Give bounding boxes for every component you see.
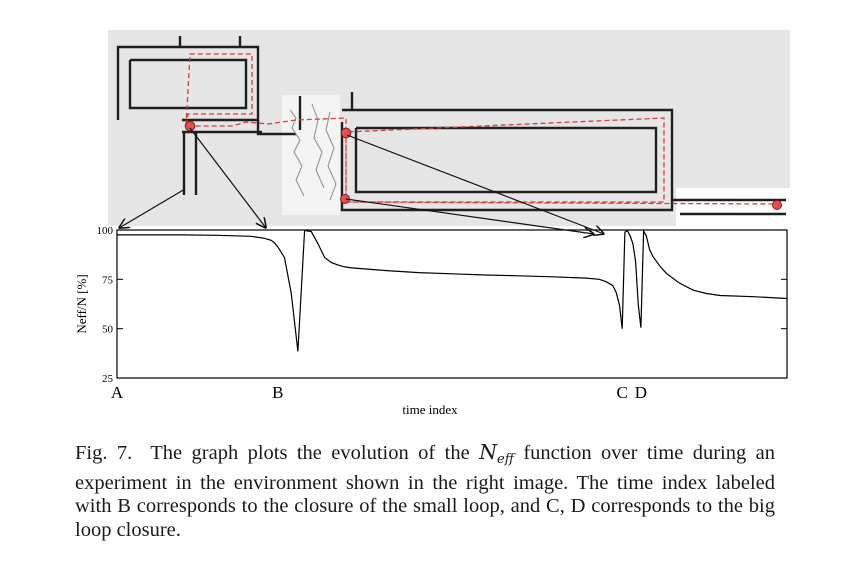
arrow-to-b: [189, 127, 266, 228]
y-tick-label-100: 100: [97, 225, 114, 237]
y-tick-label-25: 25: [102, 373, 114, 385]
event-label-a: A: [111, 383, 124, 402]
y-axis-label: Neff/N [%]: [74, 274, 89, 333]
x-axis-label: time index: [402, 402, 458, 417]
caption-math-subscript: eff: [497, 452, 514, 467]
map-open-area: [282, 95, 340, 215]
arrow-to-d: [345, 198, 594, 234]
y-axis-ticks: 25 50 75 100: [97, 225, 787, 385]
correspondence-arrows: [119, 127, 604, 234]
map-image: [108, 30, 790, 226]
event-label-b: B: [272, 383, 283, 402]
event-label-d: D: [635, 383, 647, 402]
plot-frame: [116, 229, 788, 379]
caption-math-base: N: [479, 440, 498, 464]
caption-text-start: The graph plots the evolution of the: [150, 442, 480, 464]
figure-caption: Fig. 7. The graph plots the evolution of …: [75, 440, 775, 542]
map-walls: [116, 36, 786, 216]
caption-figure-label: Fig. 7.: [75, 442, 133, 464]
marker-end-location: [772, 200, 782, 210]
marker-b-location: [184, 120, 196, 132]
caption-text-end: function over time during an experiment …: [75, 442, 775, 541]
y-tick-label-75: 75: [102, 274, 114, 286]
arrow-to-a: [119, 188, 186, 228]
y-tick-label-50: 50: [102, 324, 114, 336]
map-bottom-right-clear: [676, 188, 790, 226]
caption-math-neff: Neff: [479, 440, 514, 467]
robot-trajectory: [185, 53, 777, 205]
arrow-to-c: [346, 134, 604, 234]
neff-series-line: [117, 228, 788, 352]
event-label-c: C: [617, 383, 628, 402]
